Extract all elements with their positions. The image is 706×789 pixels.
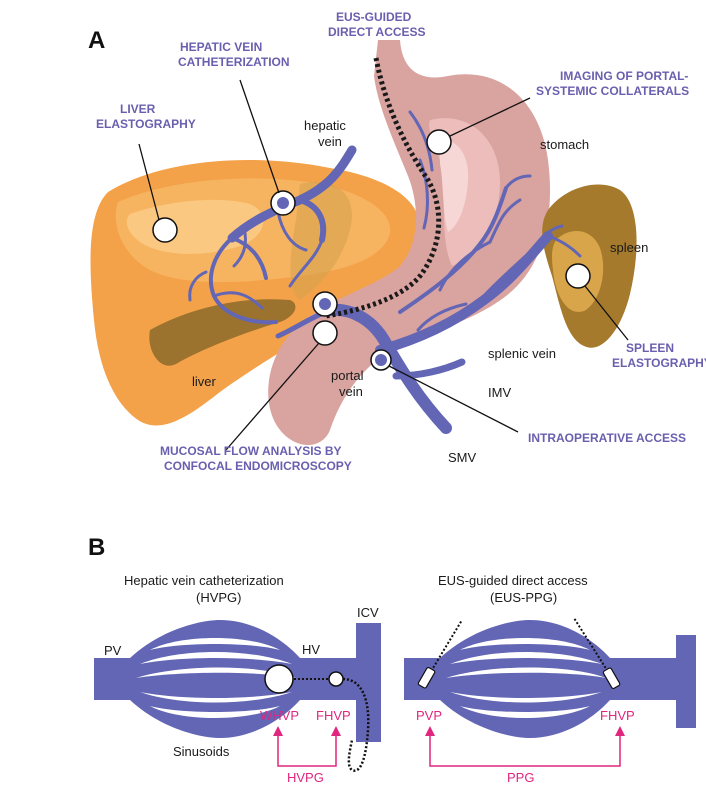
hvpg-bracket — [277, 732, 337, 767]
mucosal-flow-label: MUCOSAL FLOW ANALYSIS BY CONFOCAL ENDOMI… — [160, 444, 352, 473]
spleen-illustration — [542, 184, 637, 348]
panel-a-letter: A — [88, 27, 105, 54]
pvp-arrowhead — [425, 726, 435, 736]
hepatic-vein-catheterization-label: HEPATIC VEIN CATHETERIZATION — [178, 40, 290, 69]
intraoperative-access-label: INTRAOPERATIVE ACCESS — [528, 431, 686, 445]
portal-vein-label: portal vein — [331, 368, 367, 399]
imv-label: IMV — [488, 385, 511, 400]
icv-label: ICV — [357, 605, 379, 620]
ppg-label: PPG — [507, 770, 534, 785]
fhvp-left-label: FHVP — [316, 708, 351, 723]
hv-label: HV — [302, 642, 320, 657]
eus-access-site-dot — [319, 298, 331, 310]
endoscope — [325, 57, 442, 319]
stomach-illustration — [268, 40, 551, 445]
eus-ppg-vessel-schematic — [404, 617, 696, 738]
sinusoids-label: Sinusoids — [173, 744, 230, 759]
whvp-arrowhead — [273, 726, 283, 736]
hepatic-vein-organ-label: hepatic vein — [304, 118, 350, 149]
hepatic-vein-leader — [239, 79, 280, 194]
smv-label: SMV — [448, 450, 477, 465]
liver-label: liver — [192, 374, 217, 389]
panel-b-letter: B — [88, 534, 105, 561]
imaging-collaterals-label: IMAGING OF PORTAL- SYSTEMIC COLLATERALS — [536, 69, 692, 98]
collaterals-imaging-site — [426, 129, 452, 155]
pv-label: PV — [104, 643, 122, 658]
fhvp-right-label: FHVP — [600, 708, 635, 723]
fhvp-right-arrowhead — [615, 726, 625, 736]
eus-guided-label: EUS-GUIDED DIRECT ACCESS — [328, 10, 426, 39]
whvp-label: WHVP — [260, 708, 299, 723]
hvpg-title: Hepatic vein catheterization (HVPG) — [124, 573, 287, 605]
liver-elastography-leader — [138, 143, 160, 221]
mucosal-flow-leader — [225, 342, 320, 451]
intraoperative-site-dot — [375, 354, 387, 366]
liver-elastography-label: LIVER ELASTOGRAPHY — [96, 102, 196, 131]
hvpg-vessel-schematic — [94, 620, 381, 772]
hvpg-label: HVPG — [287, 770, 324, 785]
fhvp-left-arrowhead — [331, 726, 341, 736]
splenic-vein-label: splenic vein — [488, 346, 556, 361]
spleen-elastography-site — [565, 263, 591, 289]
spleen-elastography-leader — [584, 285, 629, 341]
spleen-label: spleen — [610, 240, 648, 255]
ppg-bracket — [429, 732, 621, 767]
hepatic-vein-site-dot — [277, 197, 289, 209]
eus-ppg-title: EUS-guided direct access (EUS-PPG) — [438, 573, 591, 605]
hepatic-vein-tree — [188, 145, 357, 325]
liver-elastography-site — [152, 217, 178, 243]
spleen-elastography-label: SPLEEN ELASTOGRAPHY — [612, 341, 706, 370]
collaterals-leader — [449, 97, 531, 137]
pvp-label: PVP — [416, 708, 442, 723]
mucosal-flow-site — [312, 320, 338, 346]
intraoperative-leader — [388, 365, 519, 433]
stomach-label: stomach — [540, 137, 589, 152]
